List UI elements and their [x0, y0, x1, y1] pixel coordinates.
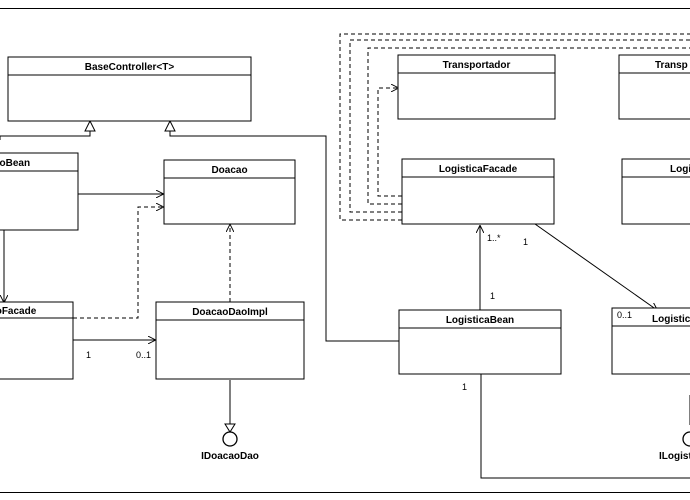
mult-lfacade-to-lright-dst: 0..1	[617, 310, 632, 320]
mult-facade-to-dao-src: 1	[86, 350, 91, 360]
class-logistica-facade: LogisticaFacade	[401, 158, 555, 225]
class-doacao-bean-title: aoBean	[0, 158, 30, 169]
class-logistica-bean: LogisticaBean	[398, 309, 562, 375]
assoc-lbean-to-ilogist	[480, 374, 690, 479]
mult-facade-to-dao-dst: 0..1	[136, 350, 151, 360]
class-base-controller-title: BaseController<T>	[85, 62, 175, 73]
class-transportador-title: Transportador	[443, 60, 511, 71]
dep-lfacade-to-transportador	[339, 33, 690, 221]
class-doacao: Doacao	[163, 159, 296, 225]
generalization-logistica-bean-to-base	[164, 119, 399, 342]
interface-idoacao-dao: IDoacaoDao	[201, 431, 259, 462]
class-doacao-dao-impl-title: DoacaoDaoImpl	[192, 307, 268, 318]
assoc-lfacade-to-logistica-right	[534, 223, 657, 310]
interface-idoacao-dao-label: IDoacaoDao	[201, 451, 259, 462]
class-logi-right: Logi	[621, 158, 690, 225]
interface-ilogist-right: ILogist	[659, 431, 690, 462]
dep-facade-to-doacao	[73, 207, 163, 319]
class-doacao-title: Doacao	[211, 165, 247, 176]
mult-lfacade-to-lright-src: 1	[523, 237, 528, 247]
mult-lbean-to-ilogist: 1	[462, 382, 467, 392]
mult-lbean-to-lfacade-dst: 1..*	[487, 233, 501, 243]
class-logistica-bean-title: LogisticaBean	[446, 315, 514, 326]
class-transp-right: Transp	[618, 54, 690, 120]
interface-ilogist-right-label: ILogist	[659, 451, 690, 462]
class-doacao-bean: aoBean	[0, 152, 79, 231]
class-logistica-right: Logistica	[611, 307, 690, 375]
class-transp-right-title: Transp	[655, 60, 688, 71]
class-base-controller: BaseController<T>	[7, 56, 252, 122]
mult-lbean-to-lfacade-src: 1	[490, 291, 495, 301]
realization-dao-to-idoacao	[224, 380, 236, 433]
class-logi-right-title: Logi	[670, 164, 690, 175]
diagram-frame	[0, 8, 690, 493]
class-logistica-right-title: Logistica	[652, 314, 690, 325]
class-logistica-facade-title: LogisticaFacade	[439, 164, 518, 175]
class-doacao-dao-impl: DoacaoDaoImpl	[155, 301, 305, 380]
generalization-doacao-bean-to-base	[0, 119, 96, 140]
class-transportador: Transportador	[397, 54, 556, 120]
